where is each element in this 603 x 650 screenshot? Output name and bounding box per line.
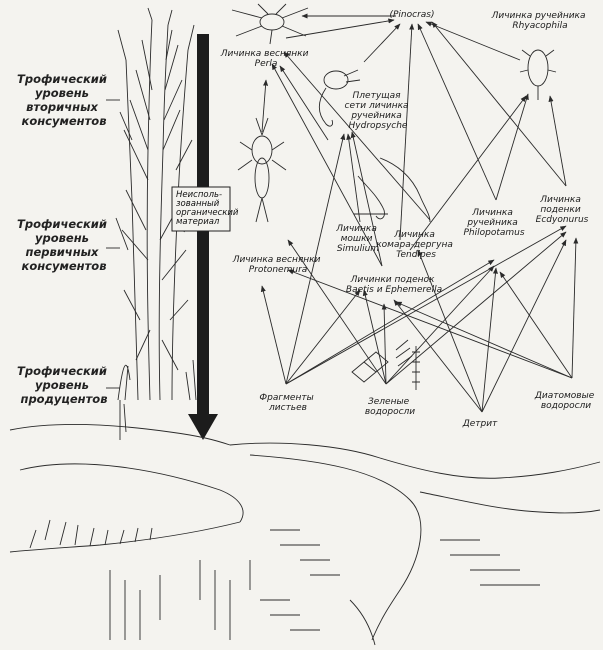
node-tendipes: Личинка комара-дергуна Tendipes xyxy=(376,230,456,260)
simulium-illustration xyxy=(354,175,388,220)
node-protonemura: Личинка веснянки Protonemura xyxy=(232,255,324,275)
level-producers-label: Трофический уровень продуцентов xyxy=(17,364,111,406)
node-baetis: Личинки поденок Baetis и Ephemerella xyxy=(346,275,442,295)
rhyacophila-illustration xyxy=(519,49,557,100)
tendipes-illustration xyxy=(379,157,431,223)
node-perla: Личинка веснянки Perla xyxy=(220,49,312,69)
unused-material-label: Неисполь- зованный органический материал xyxy=(176,190,241,227)
food-web-arrows xyxy=(260,13,579,413)
level-leader-lines xyxy=(106,99,120,389)
node-ecdyonurus: Личинка поденки Ecdyonurus xyxy=(536,195,589,225)
unused-material-box: Неисполь- зованный органический материал xyxy=(171,186,241,232)
node-rhyacophila: Личинка ручейника Rhyacophila xyxy=(491,11,589,31)
node-green-algae: Зеленые водоросли xyxy=(365,397,415,417)
perla-illustration xyxy=(231,3,309,45)
stream-landscape xyxy=(9,400,601,646)
node-hydropsyche: Плетущая сети личинка ручейника Hydropsy… xyxy=(345,91,412,131)
tree-illustration xyxy=(115,7,197,401)
node-pinocras: (Pinocras) xyxy=(389,10,434,20)
energy-flow-arrow xyxy=(188,34,218,440)
level-secondary-label: Трофический уровень вторичных консументо… xyxy=(17,72,111,128)
node-simulium: Личинка мошки Simulium xyxy=(335,224,380,254)
node-detritus: Детрит xyxy=(462,419,498,429)
green-algae-illustration xyxy=(351,339,420,390)
node-diatoms: Диатомовые водоросли xyxy=(534,391,597,411)
node-leaves: Фрагменты листьев xyxy=(259,393,316,413)
hydropsyche-illustration xyxy=(318,69,361,127)
node-philopotamus: Личинка ручейника Philopotamus xyxy=(463,208,524,238)
level-primary-label: Трофический уровень первичных консументо… xyxy=(17,217,111,273)
protonemura-illustration xyxy=(237,117,287,223)
